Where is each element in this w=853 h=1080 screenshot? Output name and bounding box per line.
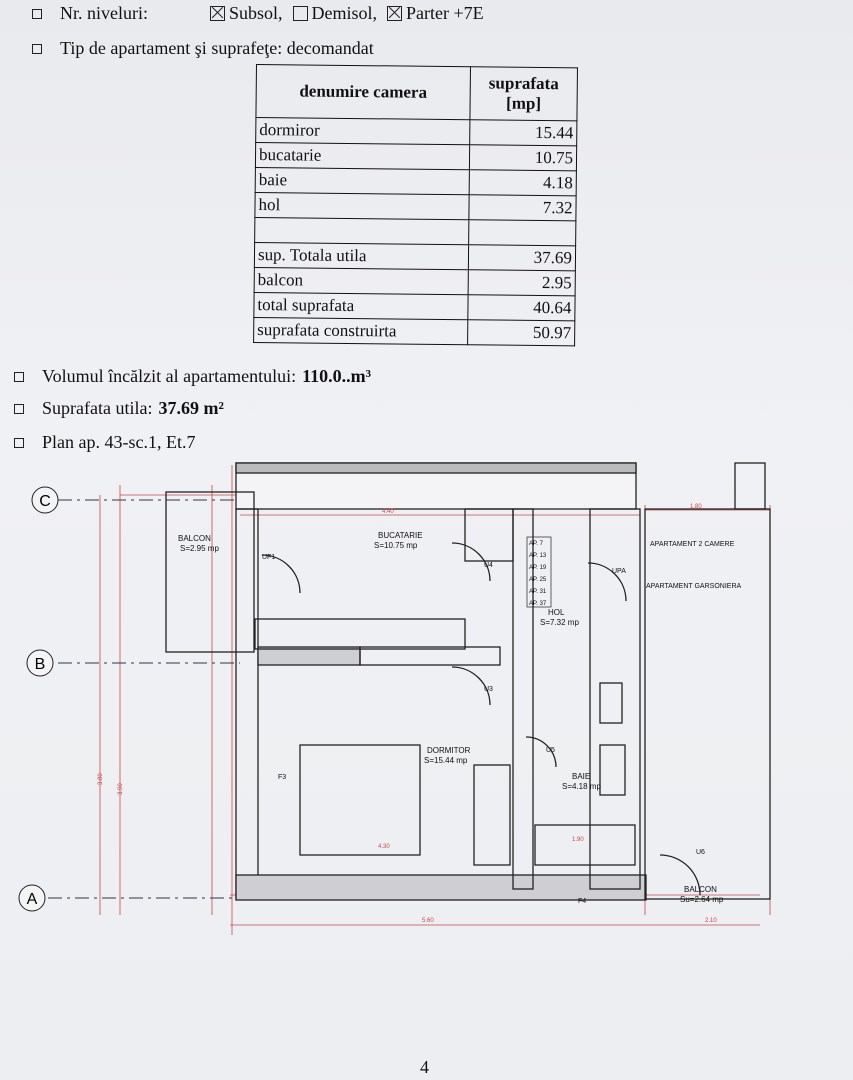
volume-line: Volumul încălzit al apartamentului: 110.… [14,366,371,387]
table-row [254,217,576,246]
room-name: DORMITOR [427,746,471,755]
note-text: APARTAMENT 2 CAMERE [650,541,735,548]
usable-area-value: 37.69 m² [158,398,224,418]
apartment-tags: AP. 7 AP. 13 AP. 19 AP. 25 AP. 31 AP. 37 [526,536,552,608]
volume-value: 110.0..m³ [302,366,372,386]
apt-tag: AP. 31 [529,589,547,595]
axis-bubble [26,649,54,677]
door-tag: F3 [278,774,286,781]
level-option-demisol: Demisol, [292,3,377,24]
dim-text: 1.80 [690,504,702,510]
apt-tag: AP. 13 [529,553,547,559]
level-option-parter: Parter +7E [387,3,484,24]
header-area: suprafata [mp] [469,66,578,121]
door-tag: U3 [484,686,493,693]
bullet-square-icon [14,437,24,448]
axis-label: B [35,656,46,673]
door-tags: UF1 U4 U3 U5 U6 UPA F3 F4 [262,554,705,905]
bullet-square-icon [14,371,24,382]
room-area: S=2.95 mp [180,544,219,553]
axis-label: C [39,493,51,510]
room-name: HOL [548,608,565,617]
apt-tag: AP. 7 [529,541,544,547]
room-area: S=10.75 mp [374,541,418,550]
plan-title: Plan ap. 43-sc.1, Et.7 [42,432,196,452]
usable-area-line: Suprafata utila: 37.69 m² [14,398,224,419]
room-area: Su=2.64 mp [680,895,724,904]
dim-text: 4.30 [378,844,390,850]
empty-box-icon [292,6,308,21]
axis-lines [48,499,260,899]
floor-plan-drawing: C B A BALCON S=2.95 mp BUCATARIE S=10.75… [18,462,771,935]
axis-markers: C B A [18,486,59,912]
apartment-type-line: Tip de apartament şi suprafeţe: decomand… [32,38,374,59]
dim-text: 5.60 [422,918,434,924]
room-labels: BALCON S=2.95 mp BUCATARIE S=10.75 mp HO… [178,531,741,904]
room-area: S=4.18 mp [562,782,601,791]
bullet-square-icon [32,43,42,54]
header-room-name: denumire camera [255,64,471,120]
dim-text: 3.90 [118,783,124,795]
dim-text: 4.40 [382,509,394,515]
apt-tag: AP. 37 [529,601,547,607]
door-tag: UF1 [262,554,275,561]
levels-label: Nr. niveluri: [60,3,148,23]
bullet-square-icon [14,403,24,414]
dim-text: 2.10 [705,918,717,924]
dimension-numbers: 4.40 5.60 2.10 1.80 4.30 1.90 3.80 3.90 [98,504,717,924]
apartment-type-text: Tip de apartament şi suprafeţe: decomand… [60,38,374,58]
bullet-square-icon [32,8,42,19]
room-name: BAIE [572,772,590,781]
room-name: BALCON [178,534,211,543]
apt-tag: AP. 25 [529,577,547,583]
note-text: APARTAMENT GARSONIERA [646,583,741,590]
checked-box-icon [210,6,225,21]
door-tag: U6 [696,849,705,856]
table-header-row: denumire camera suprafata [mp] [255,64,578,121]
room-name: BALCON [684,885,717,894]
apt-tag: AP. 19 [529,565,547,571]
plan-title-line: Plan ap. 43-sc.1, Et.7 [14,432,195,453]
walls [165,462,771,901]
door-tag: F4 [578,898,586,905]
room-area: S=7.32 mp [540,618,579,627]
level-option-subsol: Subsol, [210,3,283,24]
room-area: S=15.44 mp [424,756,468,765]
room-name: BUCATARIE [378,531,423,540]
door-tag: U5 [546,747,555,754]
door-tag: U4 [484,562,493,569]
axis-bubble [18,884,46,912]
checked-box-icon [387,6,403,21]
page-number: 4 [420,1057,429,1077]
dim-text: 1.90 [572,837,584,843]
levels-line: Nr. niveluri: Subsol, Demisol, Parter +7… [32,3,494,24]
axis-label: A [27,891,38,908]
dim-text: 3.80 [98,773,104,785]
door-tag: UPA [612,568,626,575]
axis-bubble [31,486,59,514]
